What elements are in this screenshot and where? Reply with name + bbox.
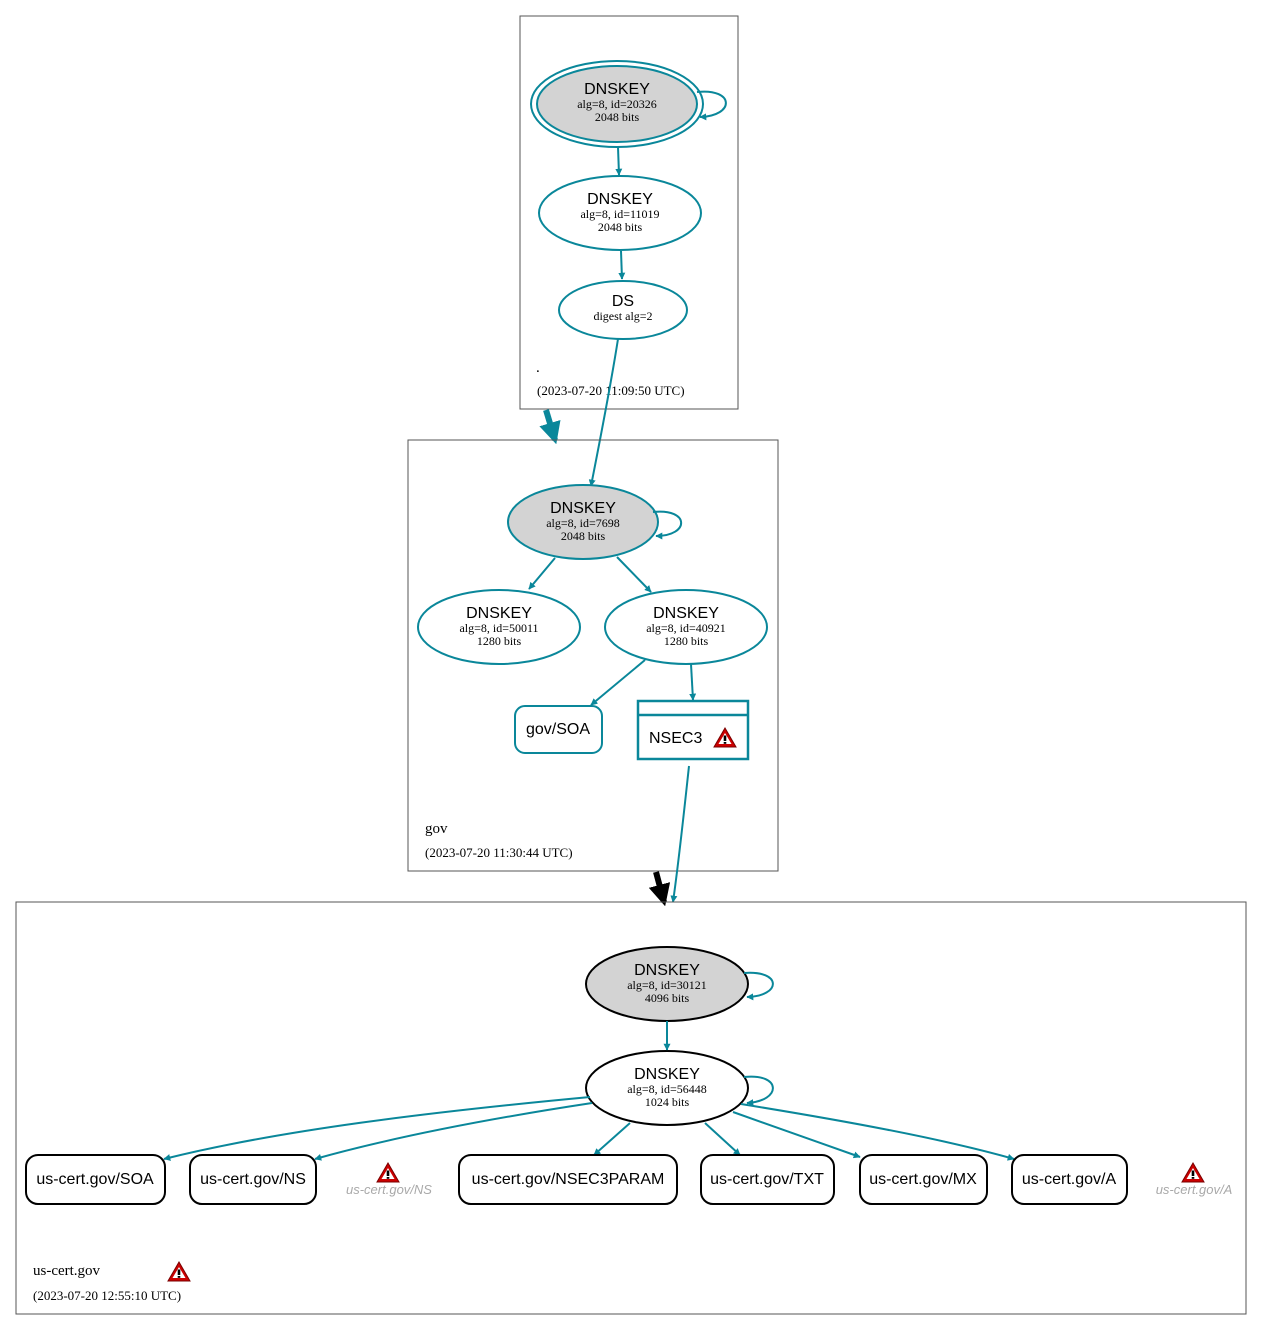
root-ds-to-gov-ksk-edge	[588, 338, 619, 487]
gov-nsec3-label: NSEC3	[649, 730, 702, 747]
zone-root-border	[519, 15, 739, 410]
uscert-soa-label: us-cert.gov/SOA	[36, 1171, 154, 1188]
uscert-a-rrset-node[interactable]: us-cert.gov/A	[1011, 1154, 1128, 1205]
uscert-soa-rrset-node[interactable]: us-cert.gov/SOA	[25, 1154, 166, 1205]
gov-zsk2-title: DNSKEY	[653, 605, 719, 622]
uscert-ns-ghost-label: us-cert.gov/NS	[346, 1182, 432, 1197]
gov-to-uscert-delegation-edge	[648, 871, 671, 907]
gov-ksk-dnskey-node[interactable]: DNSKEY alg=8, id=7698 2048 bits	[507, 484, 659, 560]
uscert-zsk-to-mx-edge	[732, 1111, 861, 1159]
uscert-nsec3param-label: us-cert.gov/NSEC3PARAM	[472, 1171, 665, 1188]
uscert-ksk-alg: alg=8, id=30121	[627, 978, 707, 992]
uscert-a-ghost-label: us-cert.gov/A	[1156, 1182, 1233, 1197]
zone-gov-name: gov	[425, 821, 448, 837]
zone-uscert-warning-icon	[167, 1261, 191, 1282]
root-ksk-dnskey-node[interactable]: DNSKEY alg=8, id=20326 2048 bits	[530, 60, 704, 148]
uscert-ksk-bits: 4096 bits	[645, 991, 690, 1005]
root-ksk-bits: 2048 bits	[595, 110, 640, 124]
uscert-zsk-title: DNSKEY	[634, 1066, 700, 1083]
gov-zsk2-alg: alg=8, id=40921	[646, 621, 726, 635]
zone-uscert: us-cert.gov (2023-07-20 12:55:10 UTC) DN…	[15, 901, 1247, 1315]
uscert-ns-label: us-cert.gov/NS	[200, 1171, 306, 1188]
root-ds-node[interactable]: DS digest alg=2	[558, 280, 688, 340]
uscert-txt-rrset-node[interactable]: us-cert.gov/TXT	[700, 1154, 835, 1205]
uscert-a-label: us-cert.gov/A	[1022, 1171, 1117, 1188]
gov-zsk1-title: DNSKEY	[466, 605, 532, 622]
root-ksk-self-edge	[696, 90, 727, 121]
uscert-mx-label: us-cert.gov/MX	[869, 1171, 977, 1188]
uscert-nsec3param-rrset-node[interactable]: us-cert.gov/NSEC3PARAM	[458, 1154, 678, 1205]
gov-zsk-50011-node[interactable]: DNSKEY alg=8, id=50011 1280 bits	[417, 589, 581, 665]
zone-root: . (2023-07-20 11:09:50 UTC) DNSKEY alg=8…	[519, 15, 739, 410]
uscert-zsk-to-a-edge	[740, 1103, 1015, 1161]
uscert-ksk-title: DNSKEY	[634, 962, 700, 979]
gov-nsec3-node[interactable]: NSEC3	[636, 699, 750, 761]
gov-ksk-bits: 2048 bits	[561, 529, 606, 543]
gov-zsk1-alg: alg=8, id=50011	[459, 621, 538, 635]
root-to-gov-delegation-edge	[539, 409, 561, 445]
uscert-zsk-self-edge	[743, 1075, 774, 1107]
gov-soa-label: gov/SOA	[526, 721, 590, 738]
gov-soa-rrset-node[interactable]: gov/SOA	[514, 705, 603, 754]
zone-gov: gov (2023-07-20 11:30:44 UTC) DNSKEY alg…	[407, 439, 779, 872]
uscert-zsk-to-txt-edge	[704, 1122, 741, 1156]
uscert-zsk-alg: alg=8, id=56448	[627, 1082, 707, 1096]
uscert-ksk-dnskey-node[interactable]: DNSKEY alg=8, id=30121 4096 bits	[585, 946, 749, 1022]
root-zsk-to-ds-edge	[618, 250, 626, 280]
gov-zsk2-to-nsec3-edge	[689, 663, 697, 701]
zone-uscert-name: us-cert.gov	[33, 1263, 101, 1279]
root-ds-title: DS	[612, 293, 634, 310]
zone-root-name: .	[536, 360, 540, 376]
uscert-zsk-to-ns-edge	[314, 1102, 593, 1161]
root-ksk-alg: alg=8, id=20326	[577, 97, 657, 111]
gov-zsk-40921-node[interactable]: DNSKEY alg=8, id=40921 1280 bits	[604, 589, 768, 665]
uscert-ksk-self-edge	[743, 971, 774, 1001]
root-ksk-to-zsk-edge	[615, 146, 623, 176]
zone-uscert-timestamp: (2023-07-20 12:55:10 UTC)	[33, 1288, 181, 1303]
uscert-zsk-dnskey-node[interactable]: DNSKEY alg=8, id=56448 1024 bits	[585, 1050, 749, 1126]
gov-zsk2-to-soa-edge	[590, 659, 646, 706]
root-zsk-alg: alg=8, id=11019	[580, 207, 659, 221]
root-zsk-title: DNSKEY	[587, 191, 653, 208]
nsec3-to-uscert-edge	[670, 765, 690, 903]
gov-ksk-self-edge	[652, 510, 683, 540]
uscert-ns-rrset-node[interactable]: us-cert.gov/NS	[189, 1154, 317, 1205]
root-zsk-bits: 2048 bits	[598, 220, 643, 234]
uscert-zsk-to-nsec3param-edge	[593, 1122, 631, 1156]
gov-zsk1-bits: 1280 bits	[477, 634, 522, 648]
zone-root-timestamp: (2023-07-20 11:09:50 UTC)	[537, 383, 685, 398]
uscert-zsk-to-soa-edge	[163, 1096, 591, 1161]
uscert-txt-label: us-cert.gov/TXT	[710, 1171, 824, 1188]
uscert-a-ghost-node[interactable]: us-cert.gov/A	[1156, 1162, 1233, 1197]
ns-ghost-warning-icon	[376, 1162, 400, 1183]
gov-zsk2-bits: 1280 bits	[664, 634, 709, 648]
a-ghost-warning-icon	[1181, 1162, 1205, 1183]
gov-ksk-title: DNSKEY	[550, 500, 616, 517]
gov-ksk-alg: alg=8, id=7698	[546, 516, 620, 530]
root-zsk-dnskey-node[interactable]: DNSKEY alg=8, id=11019 2048 bits	[538, 175, 702, 251]
zone-uscert-border	[15, 901, 1247, 1315]
root-ksk-title: DNSKEY	[584, 81, 650, 98]
gov-ksk-to-zsk1-edge	[528, 557, 556, 590]
uscert-zsk-bits: 1024 bits	[645, 1095, 690, 1109]
zone-gov-border	[407, 439, 779, 872]
gov-ksk-to-zsk2-edge	[616, 556, 652, 593]
root-ds-digest: digest alg=2	[593, 309, 652, 323]
uscert-mx-rrset-node[interactable]: us-cert.gov/MX	[859, 1154, 988, 1205]
zone-gov-timestamp: (2023-07-20 11:30:44 UTC)	[425, 845, 573, 860]
uscert-ns-ghost-node[interactable]: us-cert.gov/NS	[346, 1162, 432, 1197]
